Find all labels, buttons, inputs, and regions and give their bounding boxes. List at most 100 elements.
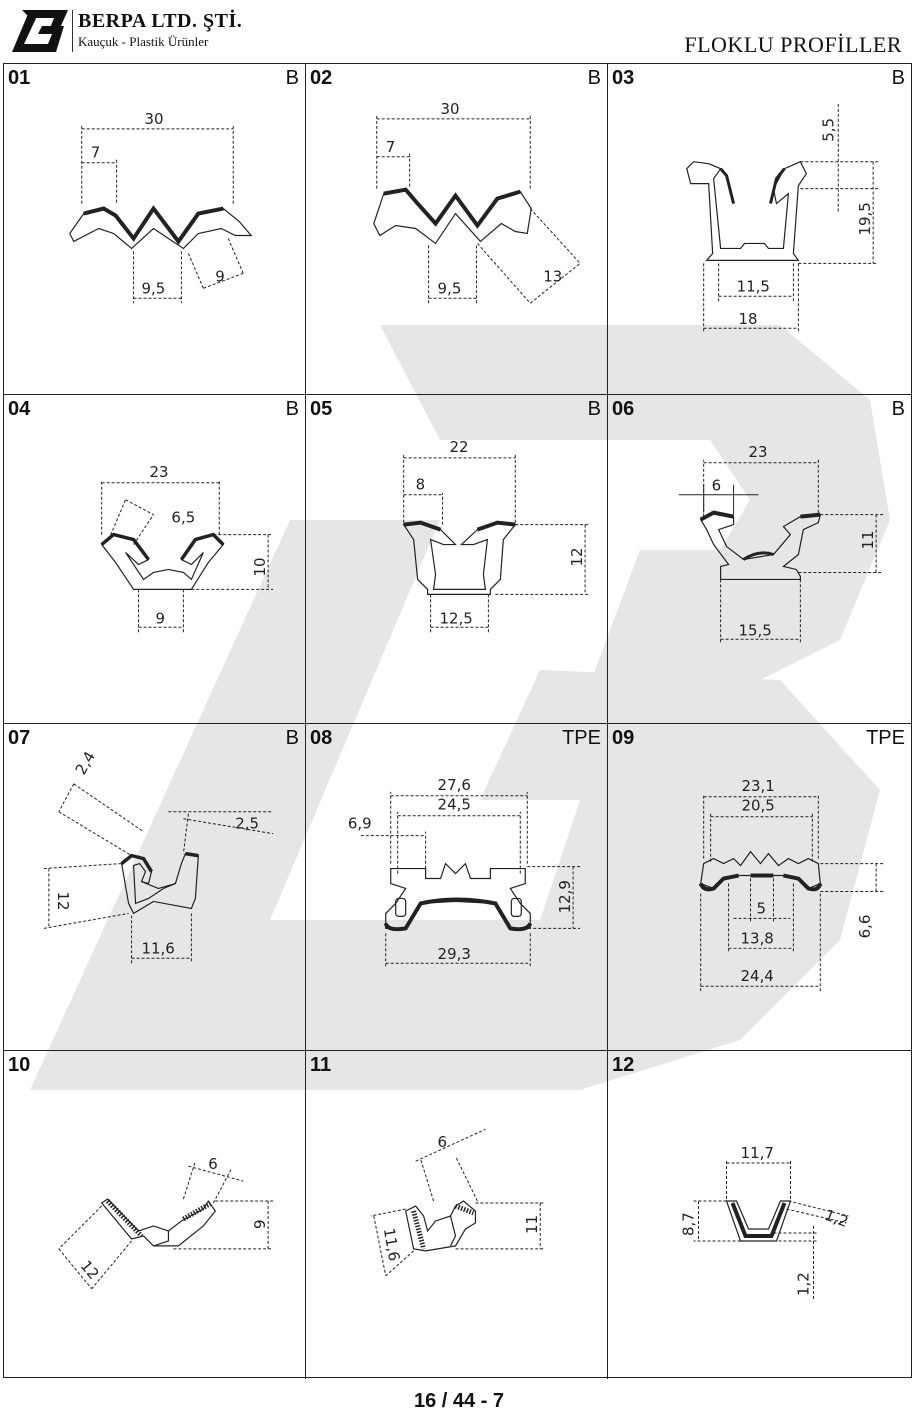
profile-drawing: 23 6 11 15,5 bbox=[678, 443, 884, 645]
header-separator bbox=[72, 10, 73, 52]
profile-material: B bbox=[285, 67, 299, 89]
dimension-label: 6 bbox=[438, 1133, 448, 1151]
profile-number: 10 bbox=[8, 1054, 31, 1076]
profile-number: 12 bbox=[612, 1054, 635, 1076]
dimension-label: 29,3 bbox=[438, 945, 471, 963]
dimension-label: 24,5 bbox=[438, 796, 471, 814]
profile-drawing: 22 8 12 12,5 bbox=[402, 438, 591, 633]
profile-material: B bbox=[587, 67, 601, 89]
profile-drawing: 6 11,6 11 bbox=[370, 1128, 546, 1277]
dimension-label: 12,5 bbox=[440, 609, 473, 627]
dimension-label: 8 bbox=[416, 476, 426, 494]
profile-material: B bbox=[891, 67, 905, 89]
dimension-label: 23 bbox=[150, 463, 169, 481]
dimension-label: 9,5 bbox=[142, 279, 166, 297]
profile-material: B bbox=[285, 398, 299, 420]
dimension-label: 11,6 bbox=[380, 1227, 404, 1263]
profile-cell-07: 07 B 2,4 2,5 12 11,6 bbox=[4, 724, 306, 1051]
dimension-label: 8,7 bbox=[680, 1212, 698, 1236]
profile-drawing: 30 7 9,5 13 bbox=[373, 100, 581, 304]
dimension-label: 23 bbox=[749, 443, 768, 461]
dimension-label: 2,5 bbox=[235, 815, 259, 833]
dimension-label: 6,6 bbox=[856, 915, 874, 939]
profile-drawing: 27,6 24,5 6,9 12,9 29,3 bbox=[348, 776, 581, 969]
profile-cell-02: 02 B 30 7 9,5 13 bbox=[306, 64, 608, 395]
dimension-label: 1,2 bbox=[822, 1206, 851, 1231]
dimension-label: 9 bbox=[215, 267, 225, 285]
dimension-label: 23,1 bbox=[742, 777, 775, 795]
profile-number: 02 bbox=[310, 67, 333, 89]
profile-drawing: 2,4 2,5 12 11,6 bbox=[43, 748, 274, 964]
dimension-label: 6,9 bbox=[348, 815, 372, 833]
profile-drawing: 11,7 8,7 1,2 1,2 bbox=[680, 1144, 851, 1301]
profile-number: 07 bbox=[8, 727, 31, 749]
dimension-label: 12 bbox=[568, 547, 586, 566]
profile-cell-08: 08 TPE 27,6 24,5 6,9 12, bbox=[306, 724, 608, 1051]
profile-number: 01 bbox=[8, 67, 31, 89]
profile-cell-10: 10 6 9 12 bbox=[4, 1051, 306, 1379]
dimension-label: 11,5 bbox=[737, 277, 770, 295]
dimension-label: 9,5 bbox=[438, 279, 462, 297]
profile-grid: 01 B 30 7 9,5 9 02 B bbox=[3, 63, 912, 1379]
dimension-label: 6 bbox=[208, 1155, 218, 1173]
profile-material: TPE bbox=[562, 727, 601, 749]
dimension-label: 6 bbox=[712, 477, 722, 495]
dimension-label: 1,2 bbox=[795, 1272, 813, 1296]
dimension-label: 11,6 bbox=[142, 939, 175, 957]
profile-cell-09: 09 TPE 23,1 2 bbox=[608, 724, 911, 1051]
company-name: BERPA LTD. ŞTİ. bbox=[78, 10, 243, 32]
dimension-label: 19,5 bbox=[856, 202, 874, 235]
profile-number: 09 bbox=[612, 727, 635, 749]
dimension-label: 20,5 bbox=[742, 797, 775, 815]
profile-cell-06: 06 B 23 6 11 15,5 bbox=[608, 395, 911, 724]
dimension-label: 30 bbox=[441, 100, 460, 118]
document-title: FLOKLU PROFİLLER bbox=[684, 32, 902, 57]
profile-material: B bbox=[891, 398, 905, 420]
profile-cell-12: 12 11,7 8,7 1,2 1,2 bbox=[608, 1051, 911, 1379]
dimension-label: 5 bbox=[757, 899, 767, 917]
berpa-logo-icon bbox=[12, 10, 68, 52]
company-tagline: Kauçuk - Plastik Ürünler bbox=[78, 34, 209, 49]
profile-cell-03: 03 B 5,5 19,5 11,5 18 bbox=[608, 64, 911, 395]
profile-cell-01: 01 B 30 7 9,5 9 bbox=[4, 64, 306, 395]
dimension-label: 6,5 bbox=[171, 509, 195, 527]
dimension-label: 2,4 bbox=[72, 748, 99, 778]
dimension-label: 18 bbox=[739, 310, 758, 328]
dimension-label: 9 bbox=[155, 609, 165, 627]
dimension-label: 24,4 bbox=[741, 967, 774, 985]
profile-cell-05: 05 B 22 8 12 12,5 bbox=[306, 395, 608, 724]
profile-drawing: 6 9 12 bbox=[58, 1155, 274, 1290]
profile-cell-11: 11 6 11,6 11 bbox=[306, 1051, 608, 1379]
dimension-label: 11,7 bbox=[741, 1144, 774, 1162]
profile-drawing: 5,5 19,5 11,5 18 bbox=[686, 103, 879, 334]
dimension-label: 22 bbox=[450, 438, 469, 456]
dimension-label: 13 bbox=[543, 267, 562, 285]
dimension-label: 10 bbox=[251, 557, 269, 576]
dimension-label: 12,9 bbox=[556, 880, 574, 913]
profile-material: B bbox=[587, 398, 601, 420]
profile-number: 05 bbox=[310, 398, 333, 420]
profile-number: 08 bbox=[310, 727, 333, 749]
dimension-label: 13,8 bbox=[741, 929, 774, 947]
profile-number: 11 bbox=[310, 1054, 332, 1076]
dimension-label: 15,5 bbox=[739, 621, 772, 639]
profile-drawing: 23 6,5 10 9 bbox=[100, 463, 274, 633]
profile-material: TPE bbox=[866, 727, 905, 749]
profile-number: 04 bbox=[8, 398, 31, 420]
page-number: 16 / 44 - 7 bbox=[413, 1390, 505, 1412]
dimension-label: 7 bbox=[386, 138, 396, 156]
dimension-label: 9 bbox=[251, 1219, 269, 1229]
dimension-label: 11 bbox=[859, 531, 877, 550]
page-header: BERPA LTD. ŞTİ. Kauçuk - Plastik Ürünler… bbox=[0, 0, 918, 62]
dimension-label: 7 bbox=[91, 144, 101, 162]
dimension-label: 30 bbox=[145, 110, 164, 128]
dimension-label: 5,5 bbox=[819, 118, 837, 142]
profile-number: 03 bbox=[612, 67, 635, 89]
dimension-label: 12 bbox=[77, 1257, 103, 1283]
profile-material: B bbox=[285, 727, 299, 749]
dimension-label: 12 bbox=[54, 891, 72, 910]
profile-number: 06 bbox=[612, 398, 635, 420]
dimension-label: 27,6 bbox=[438, 776, 471, 794]
profile-cell-04: 04 B 23 6,5 10 9 bbox=[4, 395, 306, 724]
dimension-label: 11 bbox=[523, 1215, 541, 1234]
